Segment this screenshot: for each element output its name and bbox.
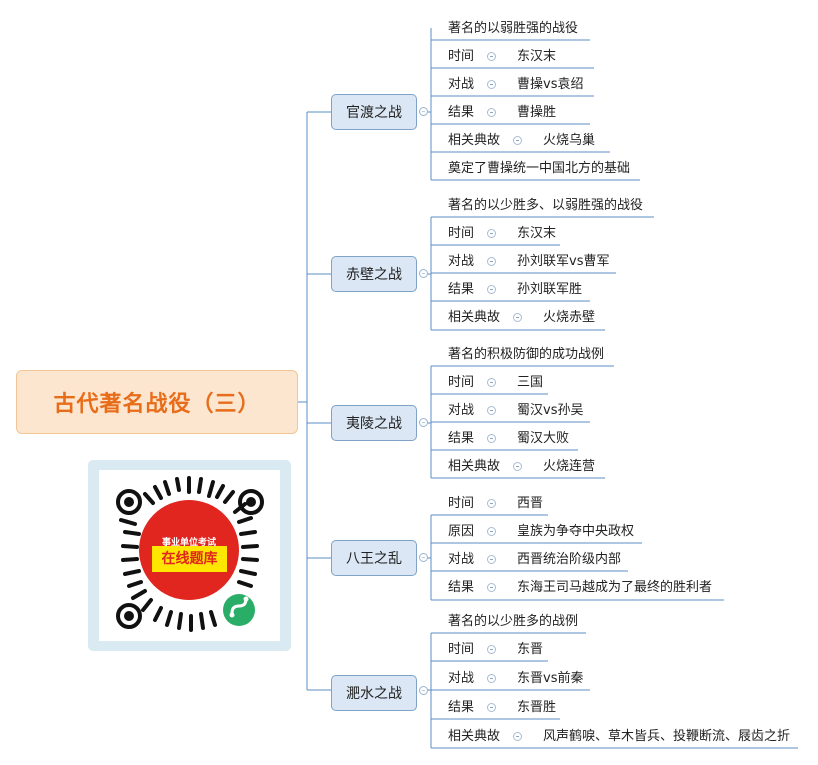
row-key: 相关典故 <box>448 310 501 325</box>
minus-icon <box>487 52 496 61</box>
footer-label: 奠定了曹操统一中国北方的基础 <box>448 161 631 176</box>
root-node[interactable]: 古代著名战役（三） <box>16 370 298 434</box>
collapse-icon[interactable]: – <box>419 686 428 695</box>
row-key: 原因 <box>448 524 475 539</box>
collapse-icon[interactable]: – <box>419 107 428 116</box>
row-value: 东汉末 <box>517 226 557 241</box>
row-value: 东海王司马越成为了最终的胜利者 <box>517 580 713 595</box>
qr-code-card[interactable]: 事业单位考试 在线题库 <box>88 460 291 651</box>
row-key: 时间 <box>448 496 475 511</box>
minus-icon <box>487 499 496 508</box>
row-key: 对战 <box>448 552 475 567</box>
row-key: 对战 <box>448 671 475 686</box>
row-value: 孙刘联军vs曹军 <box>517 254 610 269</box>
qr-line1: 事业单位考试 <box>161 538 216 548</box>
minus-icon <box>487 229 496 238</box>
branch-label: 淝水之战 <box>346 686 402 702</box>
row-value: 蜀汉大败 <box>517 431 570 446</box>
branch-label: 八王之乱 <box>346 551 402 567</box>
row-key: 结果 <box>448 282 475 297</box>
minus-icon <box>513 732 522 741</box>
summary-label: 著名的以弱胜强的战役 <box>448 21 579 36</box>
branch-guandu[interactable]: 官渡之战 <box>331 94 417 130</box>
row-key: 结果 <box>448 431 475 446</box>
minus-icon <box>487 80 496 89</box>
row-key: 对战 <box>448 254 475 269</box>
branch-label: 官渡之战 <box>346 105 402 121</box>
minus-icon <box>487 108 496 117</box>
minus-icon <box>513 313 522 322</box>
row-key: 时间 <box>448 642 475 657</box>
minus-icon <box>513 462 522 471</box>
row-value: 火烧乌巢 <box>543 133 596 148</box>
collapse-icon[interactable]: – <box>419 269 428 278</box>
row-value: 三国 <box>517 375 544 390</box>
row-key: 时间 <box>448 49 475 64</box>
row-key: 时间 <box>448 226 475 241</box>
qr-pattern-icon <box>116 476 264 632</box>
qr-line2: 在线题库 <box>161 551 218 567</box>
row-value: 火烧连营 <box>543 459 596 474</box>
minus-icon <box>487 257 496 266</box>
row-value: 东汉末 <box>517 49 557 64</box>
minus-icon <box>513 136 522 145</box>
row-key: 相关典故 <box>448 133 501 148</box>
collapse-icon[interactable]: – <box>419 418 428 427</box>
minus-icon <box>487 674 496 683</box>
row-value: 蜀汉vs孙吴 <box>517 403 584 418</box>
root-title: 古代著名战役（三） <box>53 392 261 417</box>
minus-icon <box>487 434 496 443</box>
branch-feishui[interactable]: 淝水之战 <box>331 675 417 711</box>
row-value: 曹操vs袁绍 <box>517 77 584 92</box>
row-value: 西晋统治阶级内部 <box>517 552 622 567</box>
minus-icon <box>487 378 496 387</box>
summary-label: 著名的以少胜多、以弱胜强的战役 <box>448 198 644 213</box>
branch-yiling[interactable]: 夷陵之战 <box>331 405 417 441</box>
summary-label: 著名的以少胜多的战例 <box>448 614 579 629</box>
qr-code: 事业单位考试 在线题库 <box>99 470 280 641</box>
minus-icon <box>487 703 496 712</box>
row-value: 孙刘联军胜 <box>517 282 583 297</box>
row-key: 对战 <box>448 403 475 418</box>
row-value: 东晋胜 <box>517 700 557 715</box>
row-value: 西晋 <box>517 496 544 511</box>
row-key: 相关典故 <box>448 459 501 474</box>
minus-icon <box>487 406 496 415</box>
minus-icon <box>487 645 496 654</box>
minus-icon <box>487 583 496 592</box>
row-key: 结果 <box>448 105 475 120</box>
branch-label: 夷陵之战 <box>346 416 402 432</box>
row-key: 结果 <box>448 700 475 715</box>
branch-chibi[interactable]: 赤壁之战 <box>331 256 417 292</box>
summary-label: 著名的积极防御的成功战例 <box>448 347 605 362</box>
row-key: 结果 <box>448 580 475 595</box>
minus-icon <box>487 285 496 294</box>
row-key: 对战 <box>448 77 475 92</box>
minus-icon <box>487 527 496 536</box>
row-value: 风声鹤唳、草木皆兵、投鞭断流、屐齿之折 <box>543 729 791 744</box>
branch-label: 赤壁之战 <box>346 267 402 283</box>
collapse-icon[interactable]: – <box>419 553 428 562</box>
row-key: 相关典故 <box>448 729 501 744</box>
row-value: 东晋vs前秦 <box>517 671 584 686</box>
row-value: 东晋 <box>517 642 544 657</box>
branch-bawang[interactable]: 八王之乱 <box>331 540 417 576</box>
row-value: 火烧赤壁 <box>543 310 596 325</box>
minus-icon <box>487 555 496 564</box>
row-value: 曹操胜 <box>517 105 557 120</box>
row-value: 皇族为争夺中央政权 <box>517 524 635 539</box>
row-key: 时间 <box>448 375 475 390</box>
